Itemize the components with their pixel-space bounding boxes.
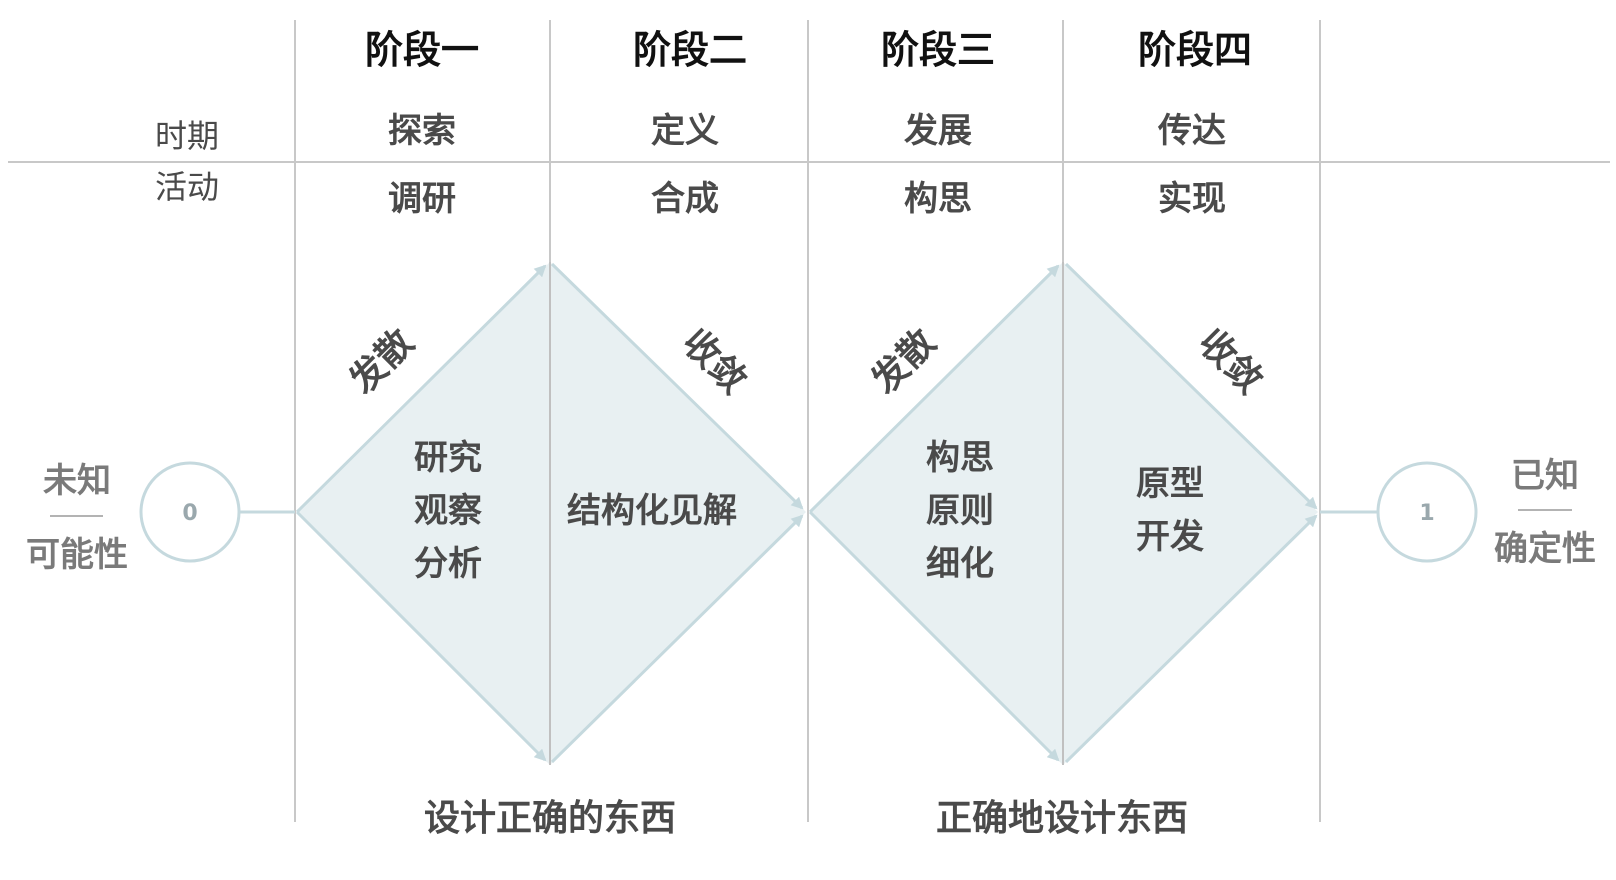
- diamond-1-edge-diverge: [295, 264, 547, 514]
- diamond-2-activity-1: 构思: [926, 438, 994, 478]
- diamond-2-output-2: 开发: [1136, 517, 1204, 557]
- diamond-1-activity-3: 分析: [414, 544, 482, 584]
- diamond-1-activity-2: 观察: [414, 491, 482, 531]
- end-circle-number: 1: [1419, 501, 1434, 526]
- diamond-2-edge-converge: [1064, 262, 1318, 510]
- stage-4-title: 阶段四: [1138, 28, 1252, 72]
- bottom-caption-right: 正确地设计东西: [936, 798, 1188, 839]
- start-circle-number: 0: [182, 501, 197, 526]
- start-label-bottom: 可能性: [26, 535, 128, 575]
- stage-2-activity: 合成: [651, 179, 719, 219]
- end-label-bottom: 确定性: [1494, 529, 1596, 569]
- diamond-2-converge-label: 收敛: [1190, 322, 1270, 402]
- stage-3-activity: 构思: [904, 179, 972, 219]
- stage-3-title: 阶段三: [881, 28, 995, 72]
- stage-3-period: 发展: [904, 111, 972, 151]
- stage-2-period: 定义: [651, 111, 719, 151]
- stage-4-period: 传达: [1157, 111, 1226, 151]
- diamond-1-activity-1: 研究: [414, 438, 482, 478]
- diamond-2-edge-diverge: [808, 264, 1060, 514]
- diamond-2-activity-3: 细化: [926, 544, 994, 584]
- stage-1-period: 探索: [388, 111, 456, 151]
- stage-4-activity: 实现: [1158, 179, 1226, 219]
- row-label-activity: 活动: [155, 168, 219, 206]
- diamond-2-edge-lower-left: [808, 510, 1060, 762]
- stage-2-title: 阶段二: [633, 28, 747, 72]
- end-circle: [1376, 461, 1478, 563]
- row-label-period: 时期: [155, 117, 219, 155]
- diamond-1-edge-lower-right: [550, 514, 804, 764]
- diamond-2-edge-lower-right: [1064, 514, 1318, 764]
- start-label-top: 未知: [43, 461, 111, 501]
- stage-1-title: 阶段一: [365, 28, 479, 72]
- start-circle: [139, 461, 241, 563]
- diamond-2-output-1: 原型: [1136, 464, 1204, 504]
- diamond-1-diverge-label: 发散: [342, 322, 422, 402]
- diamond-2-activity-2: 原则: [926, 491, 994, 531]
- diamond-1-converge-label: 收敛: [674, 322, 754, 402]
- bottom-caption-left: 设计正确的东西: [424, 798, 676, 839]
- end-label-top: 已知: [1511, 456, 1579, 496]
- stage-1-activity: 调研: [388, 179, 456, 219]
- diamond-1-edge-lower-left: [295, 510, 547, 762]
- diamond-1-edge-converge: [550, 262, 804, 510]
- diamond-1-insight: 结构化见解: [567, 491, 737, 531]
